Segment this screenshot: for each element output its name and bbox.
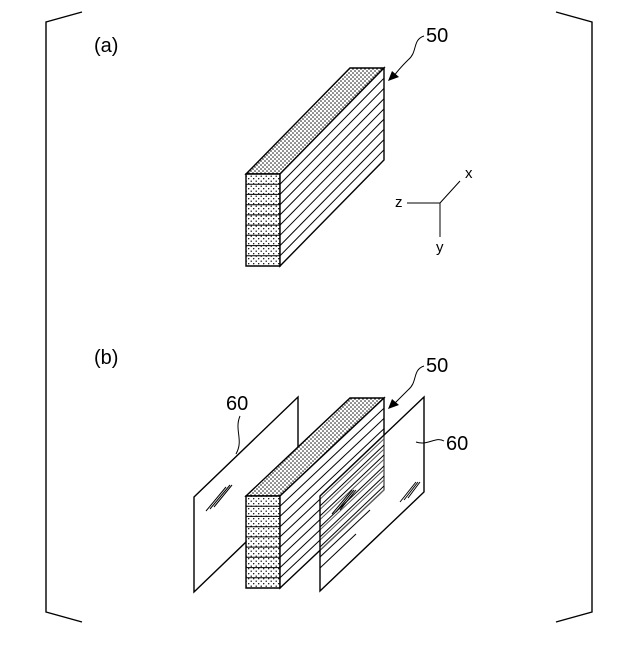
block-b-front-face (246, 496, 280, 588)
axis-y-label: y (436, 239, 444, 256)
right-plate-reference-numeral: 60 (446, 433, 468, 455)
stack-b-leader-line (394, 366, 424, 404)
stack-b-reference-numeral: 50 (426, 355, 448, 377)
axis-triad: z y x (395, 165, 473, 256)
left-bracket (46, 12, 82, 622)
stack-reference-numeral: 50 (426, 25, 448, 47)
left-plate-reference-numeral: 60 (226, 393, 248, 415)
panel-b-label: (b) (94, 347, 118, 369)
panel-a-label: (a) (94, 35, 118, 57)
axis-x-label: x (465, 165, 473, 182)
panel-b: (b) 60 (94, 347, 468, 592)
leader-arrowhead (388, 71, 399, 81)
panel-a: (a) 50 z y (94, 25, 473, 266)
right-bracket (556, 12, 592, 622)
leader-line (394, 36, 424, 76)
left-plate-leader (236, 416, 240, 454)
block-front-face (246, 174, 280, 266)
x-axis-line (440, 181, 460, 203)
laminated-block (246, 68, 384, 266)
axis-z-label: z (395, 194, 403, 211)
